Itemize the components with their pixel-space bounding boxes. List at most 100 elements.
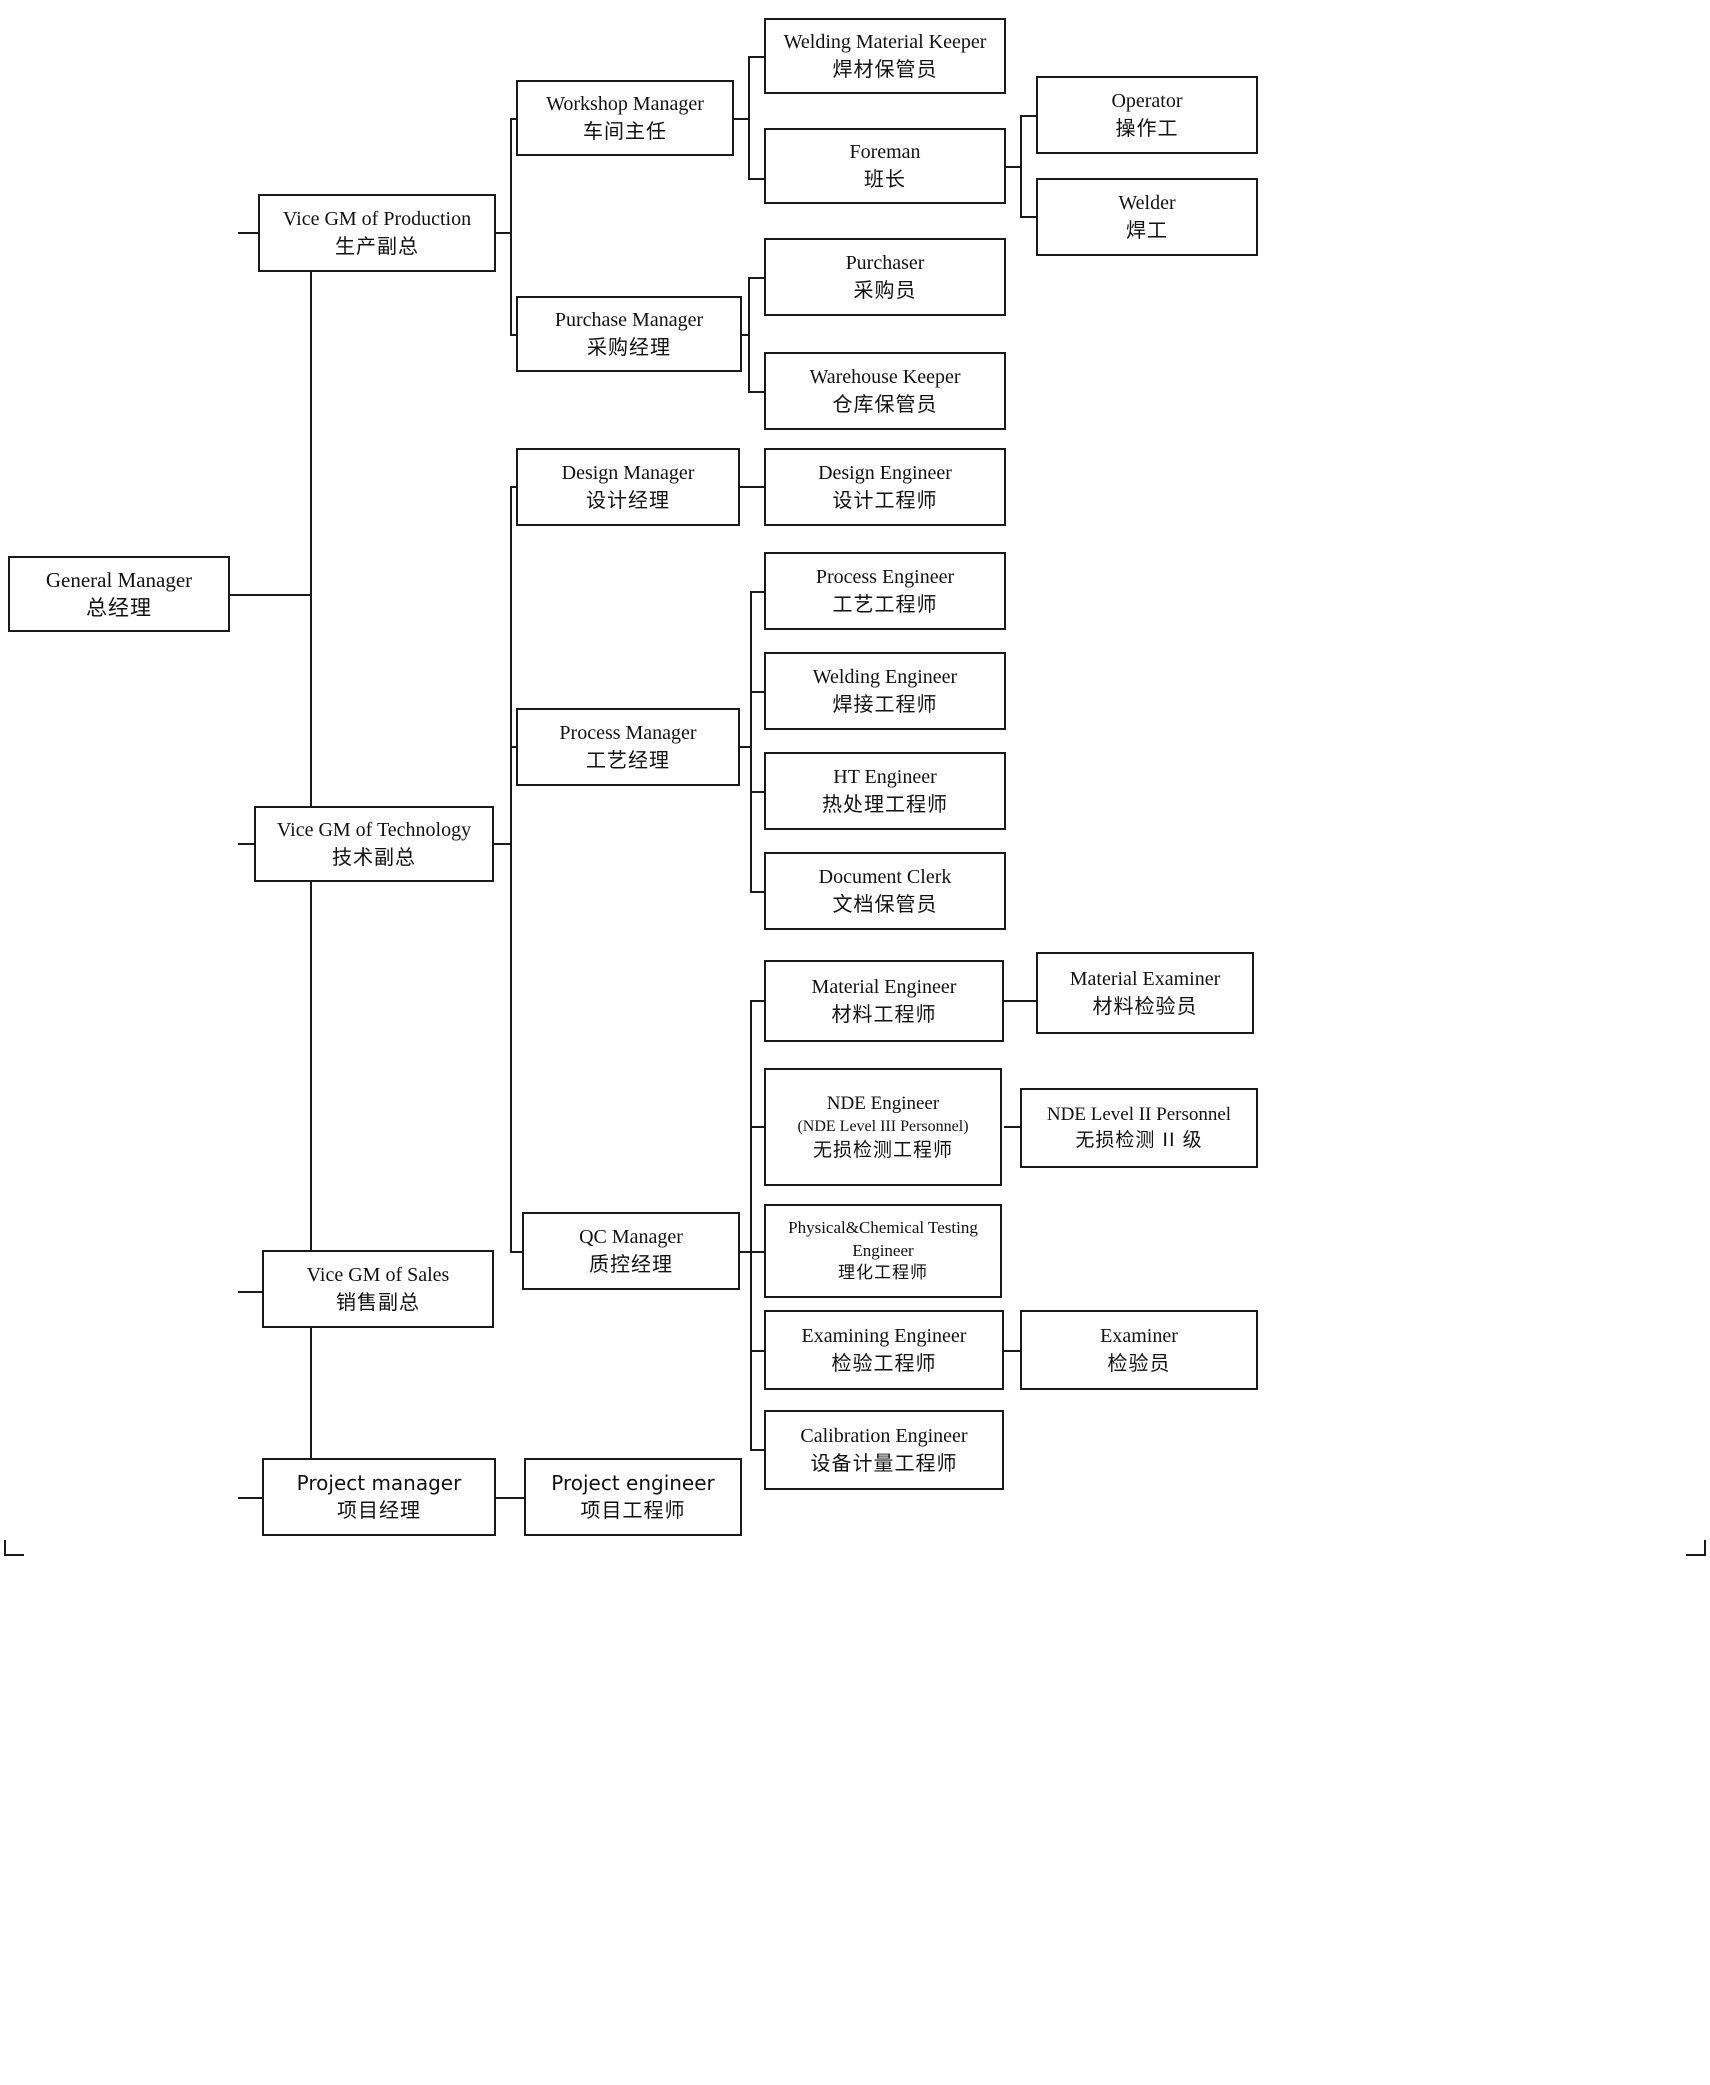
node-label-cn: 检验员 — [1107, 1351, 1171, 1375]
edge-foreman-children-spine — [1020, 116, 1022, 218]
edge-vgmtech-children-spine — [510, 487, 512, 1252]
node-label-en: HT Engineer — [833, 766, 937, 788]
node-welding-material-keeper[interactable]: Welding Material Keeper 焊材保管员 — [764, 18, 1006, 94]
node-label-cn: 项目工程师 — [580, 1498, 686, 1522]
node-label-cn: 工艺工程师 — [832, 592, 938, 616]
node-label-en: Vice GM of Sales — [306, 1264, 450, 1286]
node-label-cn: 质控经理 — [589, 1252, 673, 1276]
edge-examining-to-examiner — [1004, 1350, 1022, 1352]
node-label-en: Welding Engineer — [812, 666, 958, 688]
node-label-cn: 设备计量工程师 — [810, 1451, 958, 1475]
node-welder[interactable]: Welder 焊工 — [1036, 178, 1258, 256]
node-label-cn: 技术副总 — [332, 845, 416, 869]
edge-to-foreman — [748, 178, 766, 180]
page-corner-mark-right — [1686, 1540, 1706, 1556]
node-label-cn: 无损检测工程师 — [812, 1138, 953, 1161]
node-label-en: Examining Engineer — [801, 1325, 967, 1347]
node-label-en: QC Manager — [579, 1226, 683, 1248]
node-document-clerk[interactable]: Document Clerk 文档保管员 — [764, 852, 1006, 930]
node-vice-gm-technology[interactable]: Vice GM of Technology 技术副总 — [254, 806, 494, 882]
node-general-manager[interactable]: General Manager 总经理 — [8, 556, 230, 632]
edge-vgmprod-right-stub — [494, 232, 512, 234]
edge-to-welder — [1020, 216, 1038, 218]
page-corner-mark-left — [4, 1540, 24, 1556]
node-label-cn: 材料检验员 — [1092, 994, 1198, 1018]
edge-workshop-children-spine — [748, 57, 750, 179]
node-label-cn: 设计经理 — [586, 488, 670, 512]
node-label-cn: 车间主任 — [583, 119, 667, 143]
node-label-en: Material Examiner — [1069, 968, 1221, 990]
node-label-en: Welder — [1118, 192, 1176, 214]
node-material-engineer[interactable]: Material Engineer 材料工程师 — [764, 960, 1004, 1042]
node-label-cn: 文档保管员 — [832, 892, 938, 916]
node-label-en: Warehouse Keeper — [809, 366, 961, 388]
edge-process-children-spine — [750, 592, 752, 892]
node-label-cn: 材料工程师 — [831, 1002, 937, 1026]
node-label-cn: 热处理工程师 — [822, 792, 948, 816]
node-calibration-engineer[interactable]: Calibration Engineer 设备计量工程师 — [764, 1410, 1004, 1490]
edge-to-qc-manager — [510, 1251, 528, 1253]
node-operator[interactable]: Operator 操作工 — [1036, 76, 1258, 154]
edge-purchase-children-spine — [748, 278, 750, 392]
edge-qc-right-stub — [738, 1251, 752, 1253]
node-label-en: Welding Material Keeper — [783, 31, 987, 53]
node-workshop-manager[interactable]: Workshop Manager 车间主任 — [516, 80, 734, 156]
edge-to-ht-engineer — [750, 791, 766, 793]
edge-foreman-right-stub — [1004, 166, 1022, 168]
node-examining-engineer[interactable]: Examining Engineer 检验工程师 — [764, 1310, 1004, 1390]
node-label-cn: 班长 — [864, 167, 906, 191]
node-label-en: Workshop Manager — [546, 93, 704, 115]
edge-vgmprod-children-spine — [510, 119, 512, 336]
node-label-en: Calibration Engineer — [800, 1425, 968, 1447]
node-design-engineer[interactable]: Design Engineer 设计工程师 — [764, 448, 1006, 526]
edge-to-welding-engineer — [750, 691, 766, 693]
node-label-en: Document Clerk — [818, 866, 952, 888]
node-label-en: Physical&Chemical Testing — [788, 1217, 978, 1237]
edge-to-material-engineer — [750, 1000, 766, 1002]
node-nde-level-ii-personnel[interactable]: NDE Level II Personnel 无损检测 II 级 — [1020, 1088, 1258, 1168]
node-material-examiner[interactable]: Material Examiner 材料检验员 — [1036, 952, 1254, 1034]
node-label-en: Foreman — [849, 141, 921, 163]
node-label-cn: 仓库保管员 — [832, 392, 938, 416]
node-label-cn: 焊材保管员 — [832, 57, 938, 81]
node-examiner[interactable]: Examiner 检验员 — [1020, 1310, 1258, 1390]
node-warehouse-keeper[interactable]: Warehouse Keeper 仓库保管员 — [764, 352, 1006, 430]
node-ht-engineer[interactable]: HT Engineer 热处理工程师 — [764, 752, 1006, 830]
node-label-cn: 焊接工程师 — [832, 692, 938, 716]
node-project-manager[interactable]: Project manager 项目经理 — [262, 1458, 496, 1536]
node-purchaser[interactable]: Purchaser 采购员 — [764, 238, 1006, 316]
edge-to-nde-engineer — [750, 1126, 766, 1128]
node-design-manager[interactable]: Design Manager 设计经理 — [516, 448, 740, 526]
node-nde-engineer[interactable]: NDE Engineer (NDE Level III Personnel) 无… — [764, 1068, 1002, 1186]
node-process-manager[interactable]: Process Manager 工艺经理 — [516, 708, 740, 786]
node-label-en: Material Engineer — [811, 976, 957, 998]
node-label-en: Examiner — [1100, 1325, 1178, 1347]
node-label-cn: 焊工 — [1126, 218, 1168, 242]
node-physical-chemical-testing-engineer[interactable]: Physical&Chemical Testing Engineer 理化工程师 — [764, 1204, 1002, 1298]
edge-material-to-examiner — [1004, 1000, 1038, 1002]
node-label-cn: 生产副总 — [335, 234, 419, 258]
node-vice-gm-production[interactable]: Vice GM of Production 生产副总 — [258, 194, 496, 272]
node-welding-engineer[interactable]: Welding Engineer 焊接工程师 — [764, 652, 1006, 730]
node-process-engineer[interactable]: Process Engineer 工艺工程师 — [764, 552, 1006, 630]
node-label-en: Design Manager — [561, 462, 695, 484]
node-label-en: NDE Level II Personnel — [1046, 1104, 1232, 1126]
node-label-cn: 项目经理 — [337, 1498, 421, 1522]
node-purchase-manager[interactable]: Purchase Manager 采购经理 — [516, 296, 742, 372]
node-label-en: Project engineer — [551, 1471, 715, 1495]
node-qc-manager[interactable]: QC Manager 质控经理 — [522, 1212, 740, 1290]
node-label-en: Operator — [1111, 90, 1183, 112]
edge-design-to-engineer — [738, 486, 766, 488]
node-label-cn: 检验工程师 — [831, 1351, 937, 1375]
edge-to-welding-material-keeper — [748, 56, 766, 58]
node-foreman[interactable]: Foreman 班长 — [764, 128, 1006, 204]
node-label-en: Purchase Manager — [554, 309, 704, 331]
node-label-en: Project manager — [296, 1471, 462, 1495]
edge-to-warehouse-keeper — [748, 391, 766, 393]
node-project-engineer[interactable]: Project engineer 项目工程师 — [524, 1458, 742, 1536]
node-vice-gm-sales[interactable]: Vice GM of Sales 销售副总 — [262, 1250, 494, 1328]
edge-nde-to-level-ii — [1004, 1126, 1022, 1128]
node-label-cn: 采购员 — [853, 278, 917, 302]
node-label-en: Purchaser — [845, 252, 925, 274]
